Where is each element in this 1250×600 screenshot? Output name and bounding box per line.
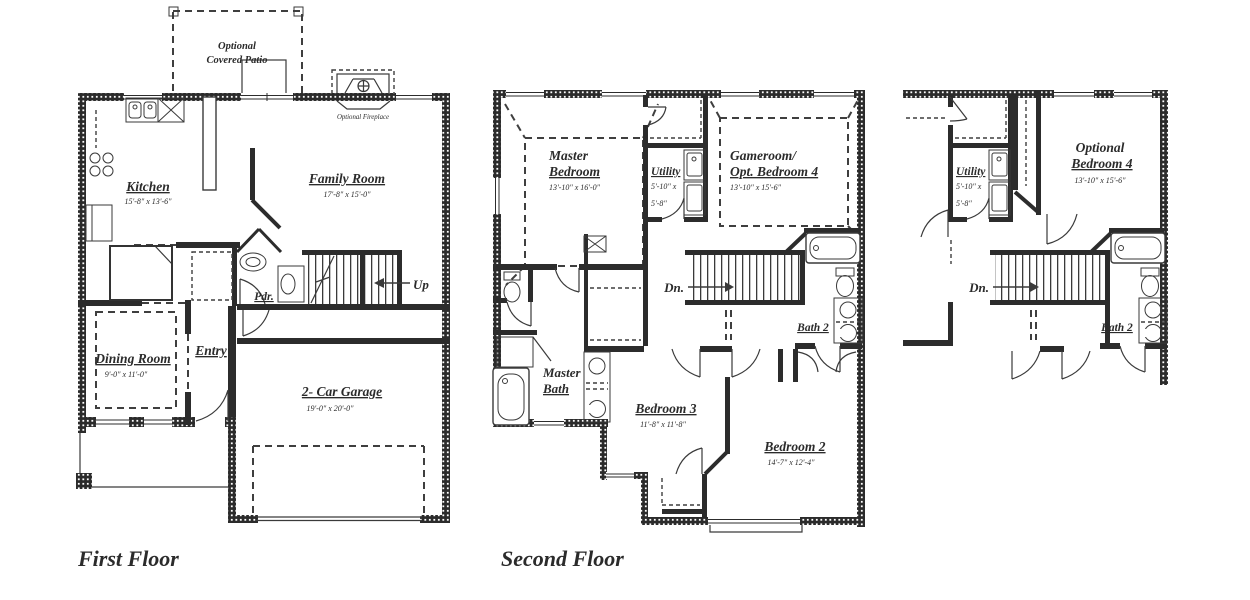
utility-dims-line2: 5'-8" [651, 199, 667, 208]
bedroom2-dims: 14'-7" x 12'-4" [767, 458, 815, 467]
kitchen-dims: 15'-8" x 13'-6" [124, 197, 172, 206]
under-stair-closet-shelves [191, 251, 233, 301]
optional-plan-windows [1054, 90, 1152, 98]
stove-icon [89, 110, 114, 177]
bath2-toilet-icon [835, 267, 855, 297]
second-floor-interior-walls [493, 95, 862, 517]
optional-covered-patio: Optional Covered Patio [168, 6, 304, 97]
entry-label: Entry [194, 343, 228, 358]
optional-stairs-down: Dn. [968, 255, 1105, 300]
garage-label: 2- Car Garage [301, 384, 382, 399]
master-vanity-icon [583, 351, 611, 423]
first-floor-windows [96, 93, 432, 427]
washer-dryer-icon [683, 149, 706, 216]
gameroom-label-line2: Opt. Bedroom 4 [730, 164, 818, 179]
optional-bath2-bathtub-icon [1110, 232, 1166, 264]
dining-room-label: Dining Room [94, 351, 170, 366]
second-floor-windows [493, 90, 854, 533]
optional-bedroom4-label-line1: Optional [1076, 140, 1125, 155]
kitchen-sink-icon [125, 97, 159, 123]
gameroom-dims: 13'-10" x 15'-6" [730, 183, 782, 192]
down-arrow-icon [1030, 282, 1039, 292]
optional-bath2-toilet-icon [1140, 267, 1160, 297]
optional-utility-dims-line2: 5'-8" [956, 199, 972, 208]
master-bath-label-line2: Bath [542, 381, 569, 396]
bedroom3-dims: 11'-8" x 11'-8" [640, 420, 686, 429]
patio-label-line2: Covered Patio [207, 55, 268, 66]
optional-utility-label: Utility [956, 166, 986, 178]
powder-toilet-icon [239, 252, 267, 272]
up-arrow-icon [374, 278, 384, 288]
first-floor-plan: Optional Covered Patio Optional Fireplac… [76, 6, 450, 571]
optional-bedroom4-label-line2: Bedroom 4 [1070, 156, 1132, 171]
optional-bath2-vanity-icon [1138, 297, 1168, 344]
optional-bath2-label: Bath 2 [1100, 322, 1133, 334]
master-bedroom-label-line1: Master [548, 148, 589, 163]
fireplace-label: Optional Fireplace [337, 114, 389, 121]
optional-plan-doors [920, 96, 1146, 380]
family-room-dims: 17'-8" x 15'-0" [323, 190, 371, 199]
garage-dims: 19'-0" x 20'-0" [306, 404, 354, 413]
bay-window-outline [709, 525, 803, 533]
kitchen-label: Kitchen [125, 179, 170, 194]
bedroom3-label: Bedroom 3 [634, 401, 696, 416]
family-room-label: Family Room [308, 171, 385, 186]
utility-dims-line1: 5'-10" x [651, 182, 677, 191]
bath2-label: Bath 2 [796, 322, 829, 334]
optional-utility-dims-line1: 5'-10" x [956, 182, 982, 191]
patio-label-line1: Optional [218, 41, 256, 52]
bedroom2-label: Bedroom 2 [763, 439, 825, 454]
second-floor-plan: Dn. [492, 90, 865, 571]
kitchen-cabinet-icon [157, 97, 185, 123]
powder-label: Pdr. [254, 291, 274, 303]
master-bathtub-icon [492, 367, 530, 426]
up-label: Up [413, 277, 429, 292]
stairs-up: Up [307, 255, 429, 304]
utility-label: Utility [651, 166, 681, 178]
dining-ceiling-inset [95, 311, 177, 409]
powder-sink-icon [277, 265, 305, 303]
optional-down-label: Dn. [968, 280, 989, 295]
down-arrow-icon [725, 282, 734, 292]
wc-toilet-icon [503, 271, 521, 303]
bath2-bathtub-icon [805, 232, 861, 264]
pantry-outline [109, 245, 173, 301]
master-bath-label-line1: Master [542, 365, 582, 380]
linen-closet-icon [583, 235, 607, 253]
dining-room-dims: 9'-0" x 11'-0" [105, 370, 148, 379]
second-floor-doors [506, 106, 857, 475]
shower-icon [496, 336, 534, 368]
master-bedroom-label-line2: Bedroom [548, 164, 600, 179]
first-floor-doors [154, 245, 270, 422]
kitchen-counter-icon [85, 204, 113, 242]
optional-bedroom4-dims: 13'-10" x 15'-6" [1074, 176, 1126, 185]
fireplace-icon: Optional Fireplace [331, 69, 395, 121]
optional-washer-dryer-icon [988, 149, 1011, 216]
stairs-down: Dn. [663, 255, 800, 300]
second-floor-title: Second Floor [501, 546, 624, 571]
gameroom-label-line1: Gameroom/ [730, 148, 797, 163]
master-bedroom-dims: 13'-10" x 16'-0" [549, 183, 601, 192]
down-label: Dn. [663, 280, 684, 295]
optional-plan-interior-walls [903, 90, 1167, 352]
bath2-vanity-icon [833, 297, 863, 344]
garage-door-dashed [252, 445, 425, 522]
optional-bedroom4-plan: Dn. [903, 90, 1168, 385]
front-porch-outline [76, 433, 228, 489]
first-floor-title: First Floor [77, 546, 179, 571]
master-bedroom-ceiling-inset [504, 103, 659, 286]
